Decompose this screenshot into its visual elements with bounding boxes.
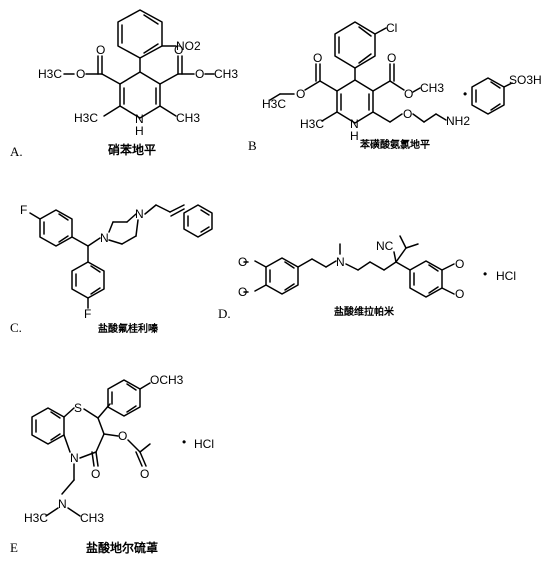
fluorine-bottom: F — [84, 307, 91, 321]
methoxy-right-b: CH3 — [420, 81, 444, 95]
methyl-right-a: CH3 — [176, 111, 200, 125]
piperazine-n1: N — [100, 231, 109, 245]
acyl-oxygen-e: O — [140, 467, 149, 481]
methoxy-d-3: O — [455, 257, 464, 271]
carbonyl-oxygen-right-a: O — [174, 43, 183, 57]
dimethyl-left-e: H3C — [24, 511, 48, 525]
ethyl-b: H3C — [262, 97, 286, 111]
ester-oxygen-right-a: O — [195, 67, 204, 81]
salt-dot-d: • — [483, 267, 487, 281]
structure-c-flunarizine: F F N N C. 盐酸氟桂利嗪 — [10, 203, 213, 335]
methyl-left-a: H3C — [74, 111, 98, 125]
methoxy-d-1: O — [238, 255, 247, 269]
sulfur-e: S — [74, 401, 82, 415]
structure-a-nifedipine: NO2 N H H3C CH3 O O H3C O O CH3 A. 硝苯地平 — [10, 9, 238, 159]
label-d: D. — [218, 306, 231, 321]
structure-e-diltiazem: S N O OCH3 O O • HCl N H3C CH3 — [10, 373, 214, 555]
label-b: B — [248, 138, 257, 153]
methoxy-d-4: O — [455, 287, 464, 301]
ester-oxygen-right-b: O — [404, 87, 413, 101]
carbonyl-oxygen-left-a: O — [96, 43, 105, 57]
piperazine-n2: N — [135, 207, 144, 221]
nh-hydrogen-b: H — [350, 129, 359, 143]
methyl-b: H3C — [300, 117, 324, 131]
amine-group-b: NH2 — [446, 114, 470, 128]
amine-nitrogen-e: N — [58, 497, 67, 511]
structure-b-amlodipine: Cl N H H3C O O H3C O O CH3 O — [248, 21, 542, 153]
lactam-nitrogen-e: N — [70, 451, 79, 465]
salt-dot-e: • — [182, 435, 186, 449]
methoxy-d-2: O — [238, 285, 247, 299]
ester-oxygen-left-a: O — [76, 67, 85, 81]
nitro-group-label: NO2 — [176, 39, 201, 53]
structure-d-verapamil: O O N NC O O • HCl D. 盐酸维拉帕米 — [218, 235, 516, 321]
nh-nitrogen-b: N — [350, 117, 359, 131]
nitrile-d: NC — [376, 239, 394, 253]
name-amlodipine-besylate: 苯磺酸氨氯地平 — [359, 138, 430, 151]
nh-hydrogen-a: H — [135, 124, 144, 138]
methoxy-right-a: CH3 — [214, 67, 238, 81]
name-nifedipine: 硝苯地平 — [108, 142, 156, 157]
label-e: E — [10, 540, 18, 555]
ester-oxygen-left-b: O — [296, 87, 305, 101]
carbonyl-oxygen-right-b: O — [387, 51, 396, 65]
methoxy-left-a: H3C — [38, 67, 62, 81]
hcl-d: HCl — [496, 269, 516, 283]
hcl-e: HCl — [194, 437, 214, 451]
methoxy-e: OCH3 — [150, 373, 184, 387]
keto-oxygen-e: O — [91, 467, 100, 481]
sulfonic-acid-b: SO3H — [509, 73, 542, 87]
ether-oxygen-b: O — [403, 107, 412, 121]
chlorine-label: Cl — [386, 21, 397, 35]
name-verapamil: 盐酸维拉帕米 — [334, 305, 395, 318]
amine-nitrogen-d: N — [336, 255, 345, 269]
carbonyl-oxygen-left-b: O — [313, 51, 322, 65]
ester-oxygen-e: O — [118, 429, 127, 443]
nh-nitrogen-a: N — [135, 112, 144, 126]
name-diltiazem: 盐酸地尔硫䓬 — [86, 540, 158, 555]
fluorine-top: F — [20, 203, 27, 217]
salt-dot-b: • — [463, 87, 467, 101]
label-c: C. — [10, 320, 22, 335]
name-flunarizine: 盐酸氟桂利嗪 — [98, 322, 159, 335]
dimethyl-right-e: CH3 — [80, 511, 104, 525]
label-a: A. — [10, 144, 23, 159]
